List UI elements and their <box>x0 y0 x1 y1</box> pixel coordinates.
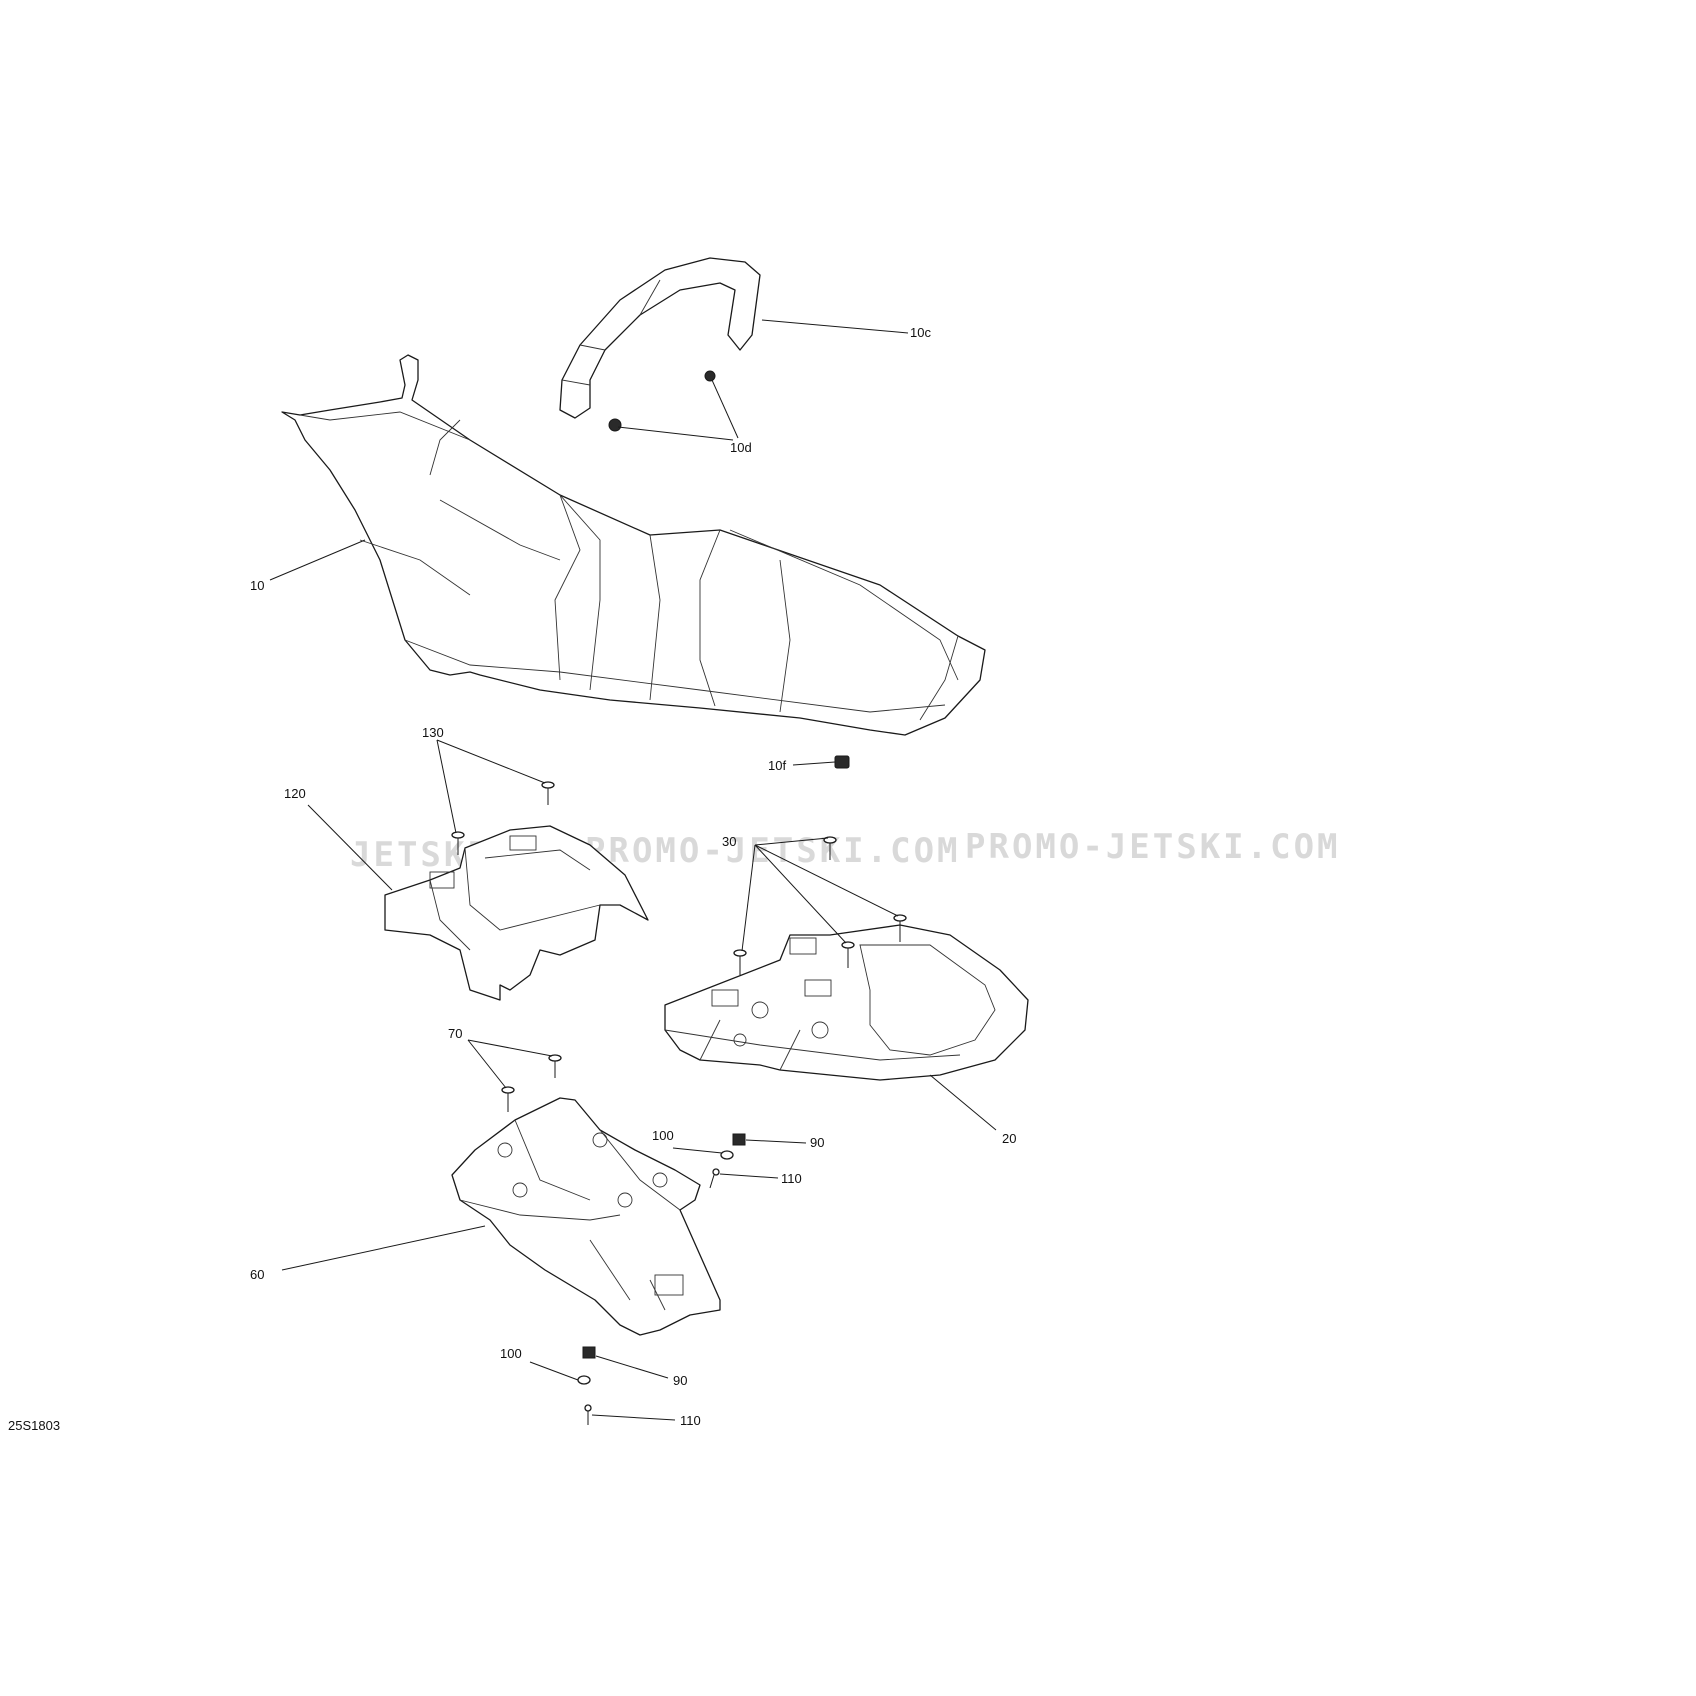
callout-100-b: 100 <box>500 1346 522 1361</box>
washer-100-b <box>577 1375 591 1385</box>
washer-100-a <box>720 1150 734 1160</box>
lower-bracket-part <box>451 1097 721 1336</box>
leader-lines <box>269 319 997 1421</box>
watermark-promo-jetski-1: PROMO-JETSKI.COM <box>585 831 961 871</box>
callout-10: 10 <box>250 578 264 593</box>
clip-10d-2 <box>704 370 716 382</box>
storage-bracket-part <box>384 825 649 1001</box>
callout-20: 20 <box>1002 1131 1016 1146</box>
callout-90-b: 90 <box>673 1373 687 1388</box>
callout-120: 120 <box>284 786 306 801</box>
callout-10f: 10f <box>768 758 786 773</box>
nut-90-a <box>732 1133 746 1146</box>
grab-handle-part <box>664 924 1029 1081</box>
screw-30-c <box>733 949 747 975</box>
bolt-110-b <box>584 1404 592 1425</box>
callout-110-b: 110 <box>680 1413 701 1428</box>
callout-90-a: 90 <box>810 1135 824 1150</box>
screw-130-a <box>541 781 555 805</box>
seat-part <box>281 354 986 736</box>
callout-100-a: 100 <box>652 1128 674 1143</box>
figure-code: 25S1803 <box>8 1418 60 1433</box>
callout-70: 70 <box>448 1026 462 1041</box>
screw-70-b <box>501 1086 515 1112</box>
clip-10d-1 <box>608 418 622 432</box>
callout-110-a: 110 <box>781 1171 802 1186</box>
callout-60: 60 <box>250 1267 264 1282</box>
watermark-promo-jetski-2: PROMO-JETSKI.COM <box>965 827 1341 867</box>
clip-10f <box>834 755 850 769</box>
callout-10d: 10d <box>730 440 752 455</box>
bolt-110-a <box>709 1168 720 1189</box>
callout-30: 30 <box>722 834 736 849</box>
callout-130: 130 <box>422 725 444 740</box>
strap-part <box>559 257 761 419</box>
screw-70-a <box>548 1054 562 1078</box>
nut-90-b <box>582 1346 596 1359</box>
callout-10c: 10c <box>910 325 931 340</box>
screw-130-b <box>451 831 465 855</box>
screw-30-b <box>893 914 907 942</box>
screw-30-d <box>841 941 855 968</box>
